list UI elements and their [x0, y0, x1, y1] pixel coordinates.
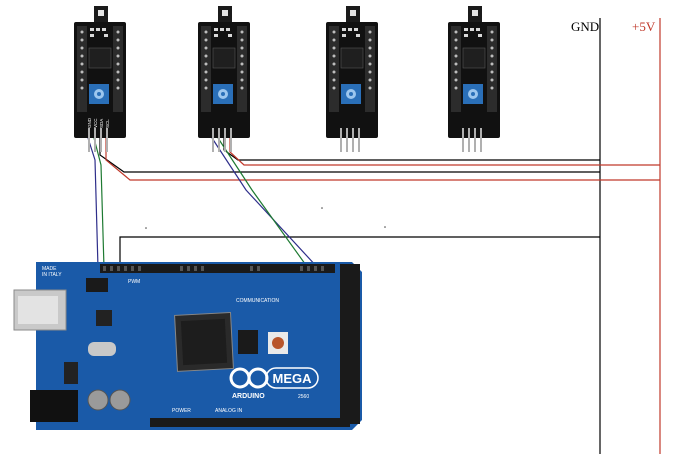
- module1-sda-wire: [87, 137, 99, 269]
- top-header: [100, 264, 335, 273]
- analog-in-label: ANALOG IN: [215, 408, 243, 414]
- board-brand: ARDUINO: [232, 393, 265, 400]
- made-in-line2: IN ITALY: [42, 272, 62, 278]
- arduino-logo: [229, 367, 269, 389]
- arduino-mega-board: MEGA ARDUINO 2560 MADE IN ITALY COMMUNIC…: [13, 262, 362, 430]
- pwm-label: PWM: [128, 279, 140, 285]
- stray-dot: [321, 207, 323, 209]
- board-model-number: 2560: [298, 394, 309, 400]
- right-header: [340, 264, 360, 424]
- made-in-line1: MADE: [42, 266, 57, 272]
- module1-gnd-wire: [99, 138, 600, 173]
- power-jack: [30, 390, 78, 422]
- module2-scl-wire: [217, 137, 309, 269]
- module1-pin-vcc-label: VCC: [93, 118, 98, 128]
- power-bus-wires: [99, 138, 660, 265]
- bottom-header: [150, 418, 350, 427]
- stray-dot: [145, 227, 147, 229]
- communication-label: COMMUNICATION: [236, 298, 279, 304]
- module1-pin-sda-label: SDA: [99, 119, 104, 128]
- i2c-lcd-module-4: [447, 5, 501, 153]
- i2c-lcd-module-1: [73, 5, 127, 153]
- module2-sda-wire: [211, 137, 319, 269]
- capacitor: [87, 389, 109, 411]
- module1-vcc-wire: [105, 138, 660, 181]
- i2c-lcd-module-2: [197, 5, 251, 153]
- module2-vcc-wire: [229, 138, 660, 166]
- atmega2560-chip: [174, 311, 234, 372]
- i2c-wires: [87, 137, 319, 269]
- vcc-rail-label: +5V: [632, 19, 656, 34]
- module1-pin-scl-label: SCL: [105, 119, 110, 128]
- board-gnd-wire: [119, 236, 600, 265]
- capacitor: [109, 389, 131, 411]
- module1-scl-wire: [93, 137, 105, 269]
- module1-pin-gnd-label: GND: [87, 117, 92, 128]
- gnd-rail-label: GND: [571, 19, 600, 34]
- module2-gnd-wire: [223, 138, 600, 161]
- stray-dot: [384, 226, 386, 228]
- board-model: MEGA: [273, 371, 313, 386]
- power-label: POWER: [172, 408, 191, 414]
- i2c-lcd-module-3: [325, 5, 379, 153]
- icsp-header: [238, 330, 258, 354]
